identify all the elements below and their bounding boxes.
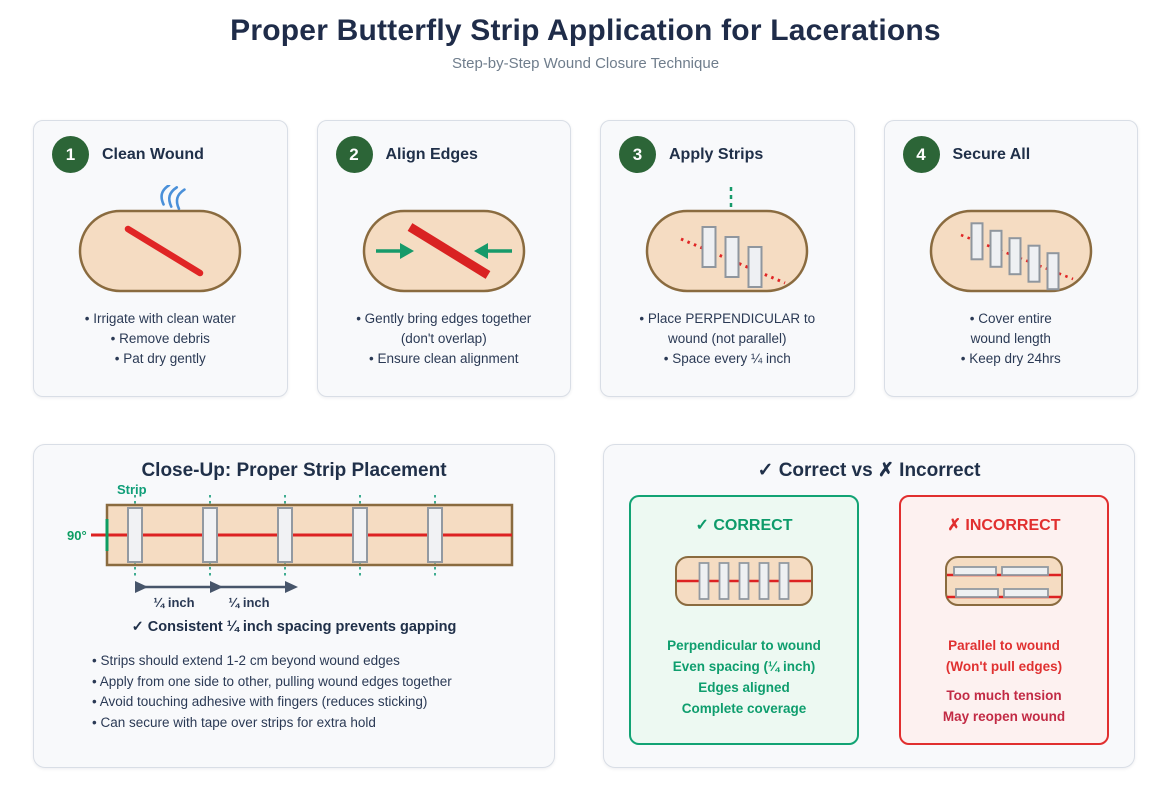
comparison-title: ✓ Correct vs ✗ Incorrect xyxy=(757,460,981,481)
clean-wound-svg xyxy=(79,185,242,293)
step-title: Apply Strips xyxy=(669,145,764,163)
angle-label: 90° xyxy=(67,528,87,543)
incorrect-illustration xyxy=(901,553,1107,609)
incorrect-svg xyxy=(945,556,1063,606)
step-bullet: • Space every ¼ inch xyxy=(663,351,791,366)
correct-svg xyxy=(675,556,813,606)
incorrect-header: ✗ INCORRECT xyxy=(947,517,1061,534)
push-left-arrow-icon xyxy=(375,243,414,259)
step-card-clean-wound: 1 Clean Wound • Irrigate with clean wate… xyxy=(33,120,288,397)
step-number-badge: 1 xyxy=(52,136,89,173)
butterfly-strips xyxy=(701,226,763,288)
step-bullets: • Cover entire wound length • Keep dry 2… xyxy=(948,309,1073,369)
align-edges-illustration xyxy=(328,181,561,301)
closeup-title: Close-Up: Proper Strip Placement xyxy=(141,460,447,481)
step-header: 2 Align Edges xyxy=(335,136,561,173)
step-card-apply-strips: 3 Apply Strips • Place PERPENDICULAR to … xyxy=(600,120,855,397)
step-bullet: • Remove debris xyxy=(110,331,210,346)
butterfly-strips xyxy=(127,507,443,563)
correct-point: Perpendicular to wound xyxy=(667,638,821,653)
step-card-align-edges: 2 Align Edges • Gent xyxy=(316,120,571,397)
step-bullets: • Gently bring edges together (don't ove… xyxy=(346,309,542,369)
parallel-strips xyxy=(953,566,1049,598)
step-number-badge: 3 xyxy=(619,136,656,173)
step-title: Align Edges xyxy=(385,145,478,163)
step-header: 4 Secure All xyxy=(902,136,1128,173)
spacing-label: ¼ inch xyxy=(228,595,269,610)
align-edges-svg xyxy=(362,209,525,293)
incorrect-point: Parallel to wound xyxy=(948,638,1060,653)
strip-label: Strip xyxy=(117,483,147,497)
bottom-row: Close-Up: Proper Strip Placement Strip 9… xyxy=(33,444,1138,768)
closeup-bullet: • Apply from one side to other, pulling … xyxy=(92,673,452,689)
incorrect-point: May reopen wound xyxy=(942,709,1066,724)
incorrect-point: (Won't pull edges) xyxy=(945,659,1063,674)
step-bullet: • Ensure clean alignment xyxy=(368,351,519,366)
incorrect-points-primary: Parallel to wound (Won't pull edges) xyxy=(901,635,1107,677)
push-right-arrow-icon xyxy=(473,243,512,259)
correct-illustration xyxy=(631,553,857,609)
comparison-panel: ✓ Correct vs ✗ Incorrect ✓ CORRECT xyxy=(603,444,1135,768)
correct-point: Even spacing (¼ inch) xyxy=(672,659,816,674)
closeup-bullets: • Strips should extend 1-2 cm beyond wou… xyxy=(92,651,530,733)
clean-wound-illustration xyxy=(44,181,277,301)
correct-points: Perpendicular to wound Even spacing (¼ i… xyxy=(631,635,857,719)
step-title: Secure All xyxy=(952,145,1031,163)
step-card-secure-all: 4 Secure All • Cover entire w xyxy=(883,120,1138,397)
perpendicular-strips xyxy=(698,562,790,600)
water-waves-icon xyxy=(160,185,186,211)
correct-card: ✓ CORRECT xyxy=(629,495,859,745)
step-title: Clean Wound xyxy=(102,145,204,163)
step-bullets: • Place PERPENDICULAR to wound (not para… xyxy=(624,309,830,369)
incorrect-points-secondary: Too much tension May reopen wound xyxy=(901,685,1107,727)
closeup-bullet: • Avoid touching adhesive with fingers (… xyxy=(92,694,428,709)
infographic-page: Proper Butterfly Strip Application for L… xyxy=(33,14,1138,768)
step-number-badge: 4 xyxy=(902,136,940,173)
incorrect-card: ✗ INCORRECT xyxy=(899,495,1109,745)
wound-line xyxy=(125,225,204,277)
step-bullet: • Keep dry 24hrs xyxy=(960,351,1061,366)
apply-strips-svg xyxy=(646,187,809,293)
spacing-label: ¼ inch xyxy=(153,595,194,610)
step-number-badge: 2 xyxy=(335,136,373,173)
correct-header: ✓ CORRECT xyxy=(695,517,793,534)
closeup-bullet: • Strips should extend 1-2 cm beyond wou… xyxy=(92,653,400,668)
closeup-note: ✓ Consistent ¼ inch spacing prevents gap… xyxy=(131,619,457,635)
closeup-panel: Close-Up: Proper Strip Placement Strip 9… xyxy=(33,444,555,768)
correct-point: Edges aligned xyxy=(698,680,790,695)
wound-line xyxy=(407,223,491,279)
secure-all-illustration xyxy=(895,181,1128,301)
secure-all-svg xyxy=(929,209,1092,293)
step-header: 3 Apply Strips xyxy=(619,136,844,173)
closeup-svg: Strip 90° xyxy=(67,483,514,610)
page-subtitle: Step-by-Step Wound Closure Technique xyxy=(451,55,720,72)
correct-point: Complete coverage xyxy=(681,701,807,716)
apply-strips-illustration xyxy=(611,181,844,301)
steps-row: 1 Clean Wound • Irrigate with clean wate… xyxy=(33,120,1138,397)
closeup-diagram: Strip 90° xyxy=(58,483,530,615)
butterfly-strips xyxy=(970,222,1060,291)
step-header: 1 Clean Wound xyxy=(52,136,277,173)
step-bullets: • Irrigate with clean water • Remove deb… xyxy=(60,309,260,369)
step-bullet: • Gently bring edges together (don't ove… xyxy=(356,311,532,346)
page-title: Proper Butterfly Strip Application for L… xyxy=(230,14,941,47)
comparison-cards: ✓ CORRECT xyxy=(628,495,1110,745)
step-bullet: • Pat dry gently xyxy=(114,351,206,366)
spacing-arrows xyxy=(135,581,298,593)
step-bullet: • Cover entire wound length xyxy=(969,311,1052,346)
incorrect-point: Too much tension xyxy=(946,688,1062,703)
closeup-bullet: • Can secure with tape over strips for e… xyxy=(92,714,376,730)
step-bullet: • Irrigate with clean water xyxy=(84,311,236,326)
step-bullet: • Place PERPENDICULAR to wound (not para… xyxy=(639,311,816,346)
